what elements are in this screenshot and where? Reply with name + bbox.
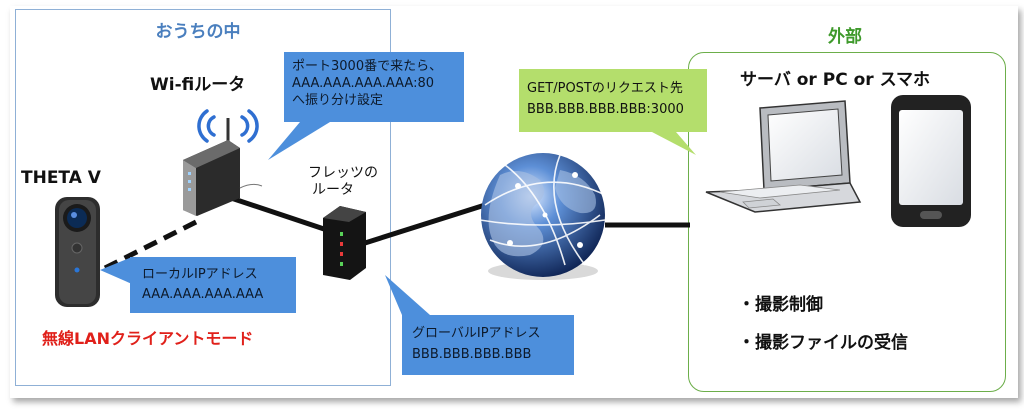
wan-link xyxy=(364,202,486,246)
global-ip-line1: グローバルIPアドレス xyxy=(412,326,541,341)
lan-link xyxy=(224,193,334,235)
local-ip-line1: ローカルIPアドレス xyxy=(142,267,258,282)
port-callout-pointer xyxy=(268,122,330,160)
home-title: おうちの中 xyxy=(155,22,241,42)
local-ip-callout-pointer xyxy=(100,257,132,284)
request-callout-pointer xyxy=(652,132,696,155)
wireless-link xyxy=(103,217,202,271)
camera-mode-label: 無線LANクライアントモード xyxy=(42,329,254,348)
request-target-line2: BBB.BBB.BBB.BBB:3000 xyxy=(527,102,684,117)
port-forward-line2: AAA.AAA.AAA.AAA:80 xyxy=(292,76,435,91)
home-network-box xyxy=(15,9,391,386)
port-forward-line3: へ振り分け設定 xyxy=(292,93,384,108)
port-forward-line1: ポート3000番で来たら、 xyxy=(292,59,443,74)
global-ip-callout-pointer xyxy=(385,275,430,315)
flets-router-label: フレッツの ルータ xyxy=(308,165,378,199)
global-ip-line2: BBB.BBB.BBB.BBB xyxy=(412,347,532,362)
wifi-router-label: Wi-fiルータ xyxy=(150,75,246,95)
request-target-callout: GET/POSTのリクエスト先 BBB.BBB.BBB.BBB:3000 xyxy=(519,69,707,132)
local-ip-line2: AAA.AAA.AAA.AAA xyxy=(142,287,264,302)
camera-label: THETA V xyxy=(21,168,101,188)
port-forward-callout: ポート3000番で来たら、 AAA.AAA.AAA.AAA:80 へ振り分け設定 xyxy=(284,52,464,122)
request-target-line1: GET/POSTのリクエスト先 xyxy=(527,81,683,96)
flets-router-label-line2: ルータ xyxy=(312,182,354,198)
internet-globe-icon xyxy=(479,153,606,280)
wifi-router-icon xyxy=(183,118,263,216)
external-device-label: サーバ or PC or スマホ xyxy=(740,70,931,90)
smartphone-icon xyxy=(891,95,971,227)
theta-camera-icon xyxy=(55,197,100,307)
external-title: 外部 xyxy=(828,27,862,47)
feature-item: ・撮影制御 xyxy=(738,295,823,315)
global-ip-callout: グローバルIPアドレス BBB.BBB.BBB.BBB xyxy=(402,315,574,375)
flets-router-icon xyxy=(323,206,366,280)
feature-item: ・撮影ファイルの受信 xyxy=(738,333,908,353)
local-ip-callout: ローカルIPアドレス AAA.AAA.AAA.AAA xyxy=(130,257,296,313)
flets-router-label-line1: フレッツの xyxy=(308,165,378,181)
laptop-icon xyxy=(705,100,862,213)
wifi-signal-icon xyxy=(197,109,259,143)
